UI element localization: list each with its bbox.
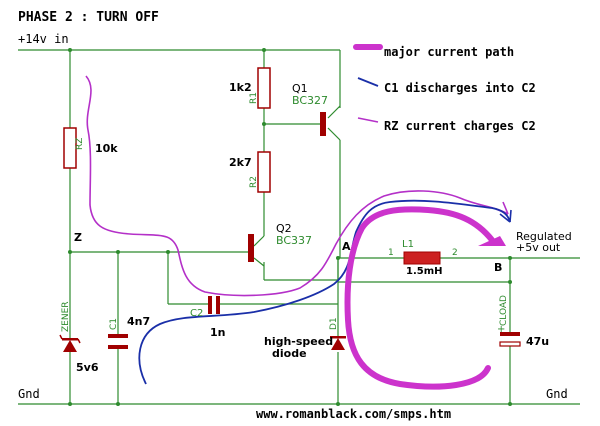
legend-swatch-rz	[357, 117, 379, 123]
inductor-l1	[403, 251, 441, 265]
major-current-path	[344, 206, 495, 390]
major-current-arrow-icon	[478, 236, 506, 246]
vin-label: +14v in	[18, 32, 69, 46]
d1-note-line2: diode	[272, 347, 307, 360]
q2-ref: Q2	[276, 222, 292, 235]
c2-ref: C2	[190, 308, 203, 319]
legend-label-major: major current path	[384, 45, 514, 59]
transistor-q2	[248, 234, 254, 262]
gnd-right-label: Gnd	[546, 387, 568, 401]
rz-value: 10k	[95, 142, 118, 155]
c2-value: 1n	[210, 326, 226, 339]
q1-part: BC327	[292, 94, 328, 107]
l1-pin1: 1	[388, 248, 394, 258]
legend-swatch-c1	[357, 77, 379, 87]
cload-ref: CLOAD	[499, 295, 509, 326]
q1-ref: Q1	[292, 82, 308, 95]
wires	[18, 49, 580, 405]
node-b-label: B	[494, 261, 502, 274]
footer-url: www.romanblack.com/smps.htm	[256, 407, 451, 421]
transistor-q1	[320, 112, 326, 136]
rz-ref: RZ	[75, 138, 85, 150]
gnd-left-label: Gnd	[18, 387, 40, 401]
l1-ref: L1	[402, 239, 414, 250]
c1-value: 4n7	[127, 315, 150, 328]
q2-part: BC337	[276, 234, 312, 247]
node-a-label: A	[342, 240, 351, 253]
diode-d1	[330, 336, 346, 350]
zener-value: 5v6	[76, 361, 99, 374]
diode-zener	[59, 334, 81, 352]
resistor-rz	[63, 127, 77, 169]
output-label-line2: +5v out	[516, 241, 561, 254]
node-z-label: Z	[74, 231, 82, 244]
l1-pin2: 2	[452, 248, 458, 258]
c1-ref: C1	[109, 318, 119, 330]
cload-polarity: +	[497, 324, 505, 335]
r2-value: 2k7	[229, 156, 252, 169]
l1-value: 1.5mH	[406, 266, 443, 277]
capacitor-cload	[499, 332, 521, 347]
d1-ref: D1	[329, 317, 339, 330]
r1-ref: R1	[249, 92, 259, 104]
r1-value: 1k2	[229, 81, 252, 94]
c1-discharge-path	[138, 199, 511, 385]
capacitor-c1	[108, 334, 128, 349]
legend-label-rz: RZ current charges C2	[384, 119, 536, 133]
page-title: PHASE 2 : TURN OFF	[18, 10, 159, 25]
rz-current-path	[85, 75, 509, 297]
junction-dots	[68, 48, 512, 406]
resistor-r1	[257, 67, 271, 109]
zener-ref: ZENER	[61, 301, 71, 332]
r2-ref: R2	[249, 176, 259, 188]
c1-discharge-arrow-icon	[499, 209, 512, 223]
d1-note-line1: high-speed	[264, 335, 333, 348]
cload-value: 47u	[526, 335, 549, 348]
output-label-line1: Regulated	[516, 230, 572, 243]
resistor-r2	[257, 151, 271, 193]
legend-label-c1: C1 discharges into C2	[384, 81, 536, 95]
capacitor-c2	[208, 296, 220, 314]
